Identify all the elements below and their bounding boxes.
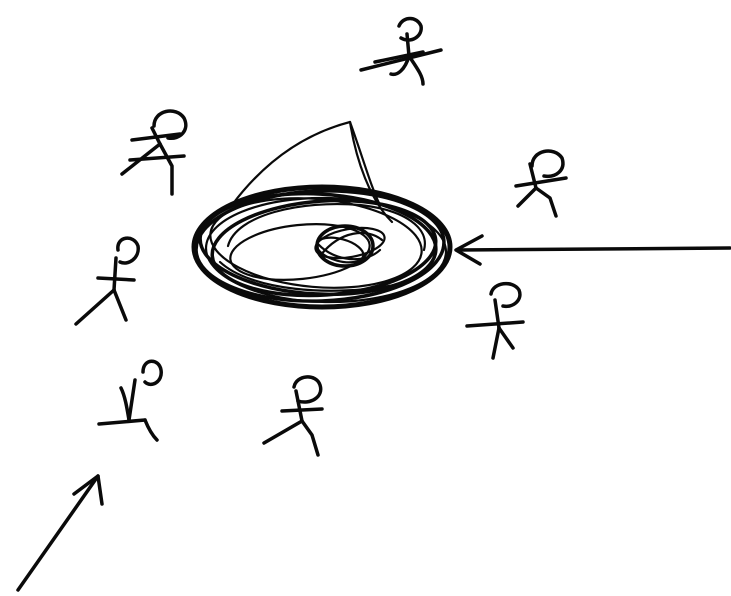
central-scribble-object — [194, 122, 450, 307]
arrow-right — [456, 236, 730, 264]
stick-figure-upper-left — [122, 111, 186, 194]
stick-figure-bottom — [264, 377, 322, 455]
arrow-bottom-left — [18, 476, 102, 590]
stick-figure-right-lower — [467, 284, 523, 358]
stick-figure-right — [516, 151, 566, 216]
stick-figure-left — [76, 238, 138, 324]
inner-scribble-blob — [313, 223, 387, 267]
stick-figure-top — [361, 19, 441, 85]
stick-figure-lower-left — [99, 361, 161, 440]
